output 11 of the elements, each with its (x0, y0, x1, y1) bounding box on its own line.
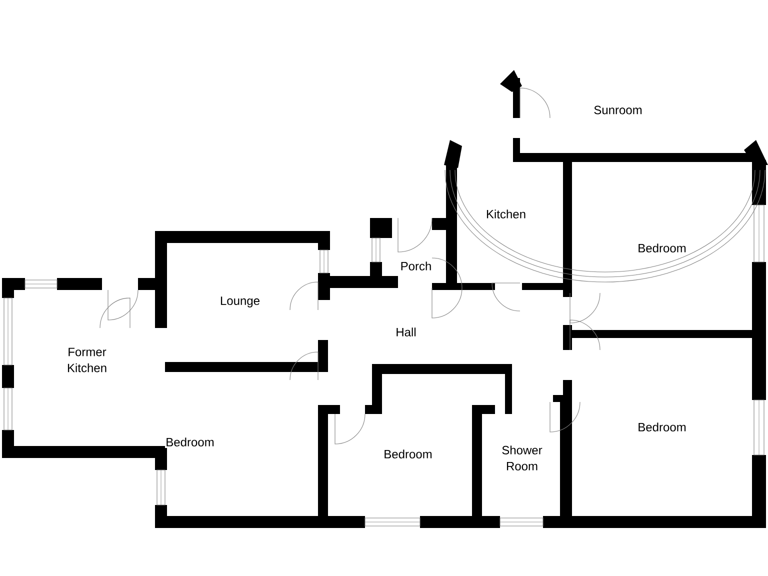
room-label: Shower Room (502, 446, 542, 470)
room-label: Lounge (220, 296, 260, 308)
room-label: Porch (401, 262, 431, 270)
room-label: Bedroom (384, 450, 432, 458)
room-label: Kitchen (486, 210, 526, 218)
room-label: Sunroom (594, 106, 642, 114)
room-label: Bedroom (638, 422, 686, 432)
room-label: Hall (396, 328, 416, 336)
room-label: Bedroom (638, 244, 686, 252)
room-label: Former Kitchen (68, 348, 106, 372)
room-label: Bedroom (166, 438, 214, 446)
